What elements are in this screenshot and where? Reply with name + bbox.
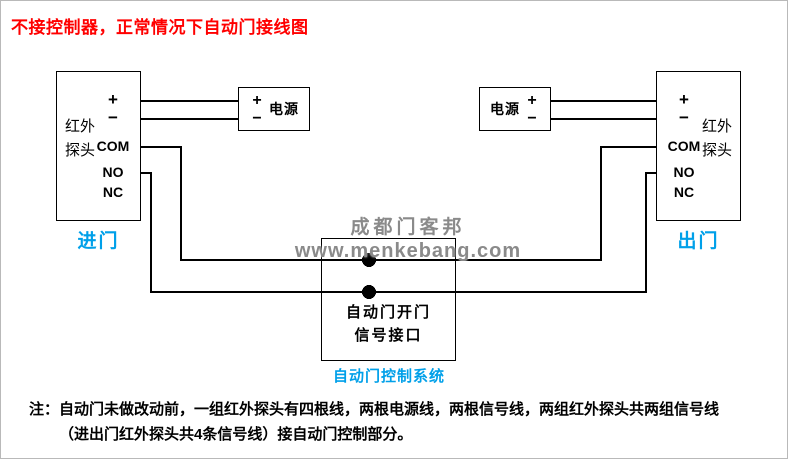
entry-door-label: 进门 (77, 231, 120, 252)
left-power-label: 电源 (269, 101, 299, 117)
right-sensor-name: 红外探头 (701, 118, 732, 159)
controller-text-line1: 自动门开门 (345, 304, 431, 321)
note: 注： 自动门未做改动前，一组红外探头有四根线，两根电源线，两根信号线，两组红外探… (29, 397, 771, 447)
left-sensor-terminal-com: COM (96, 138, 130, 154)
note-body: 自动门未做改动前，一组红外探头有四根线，两根电源线，两根信号线，两组红外探头共两… (59, 397, 771, 447)
diagram-title: 不接控制器，正常情况下自动门接线图 (11, 18, 309, 37)
right-sensor-terminal-nc: NC (673, 184, 695, 200)
controller-text-line2: 信号接口 (354, 327, 423, 344)
right-sensor-terminal-plus: + (679, 90, 689, 109)
right-power-box: 电源 + − (479, 87, 551, 131)
left-sensor-name: 红外探头 (64, 118, 95, 159)
watermark: 成都门客邦 www.menkebang.com (198, 212, 618, 263)
right-sensor-terminal-minus: − (679, 108, 689, 127)
left-sensor-terminal-nc: NC (102, 184, 124, 200)
left-power-terminal-minus: − (252, 110, 262, 127)
left-power-box: + − 电源 (238, 87, 310, 131)
left-power-terminal-plus: + (252, 92, 262, 109)
left-sensor-terminal-no: NO (102, 164, 124, 180)
left-sensor-terminal-minus: − (108, 108, 118, 127)
controller-terminal-dot-lower (362, 285, 376, 299)
wire-left-no-to-controller (141, 172, 369, 293)
right-sensor-terminal-com: COM (667, 138, 701, 154)
note-line1: 自动门未做改动前，一组红外探头有四根线，两根电源线，两根信号线，两组红外探头共两… (59, 401, 720, 418)
controller-box: 自动门开门 信号接口 (321, 238, 456, 361)
exit-door-label: 出门 (677, 231, 720, 252)
right-power-label: 电源 (490, 101, 520, 117)
right-sensor-terminal-no: NO (673, 164, 695, 180)
right-power-terminal-minus: − (527, 110, 537, 127)
wire-right-com-to-controller (369, 146, 656, 261)
controller-terminal-dot-upper (362, 253, 376, 267)
left-sensor-box: 红外探头 + − COM NO NC (56, 71, 141, 221)
wire-right-no-to-controller (369, 172, 656, 293)
left-sensor-terminal-plus: + (108, 90, 118, 109)
watermark-url-text: www.menkebang.com (294, 240, 522, 262)
note-line2: （进出门红外探头共4条信号线）接自动门控制部分。 (59, 426, 413, 443)
right-sensor-box: 红外探头 + − COM NO NC (656, 71, 741, 221)
right-power-terminal-plus: + (527, 92, 537, 109)
wire-left-com-to-controller (141, 146, 369, 261)
watermark-brand-text: 成都门客邦 (350, 217, 466, 238)
note-prefix: 注： (29, 401, 60, 418)
controller-system-label: 自动门控制系统 (332, 368, 445, 385)
controller-box-text: 自动门开门 信号接口 (322, 301, 455, 347)
